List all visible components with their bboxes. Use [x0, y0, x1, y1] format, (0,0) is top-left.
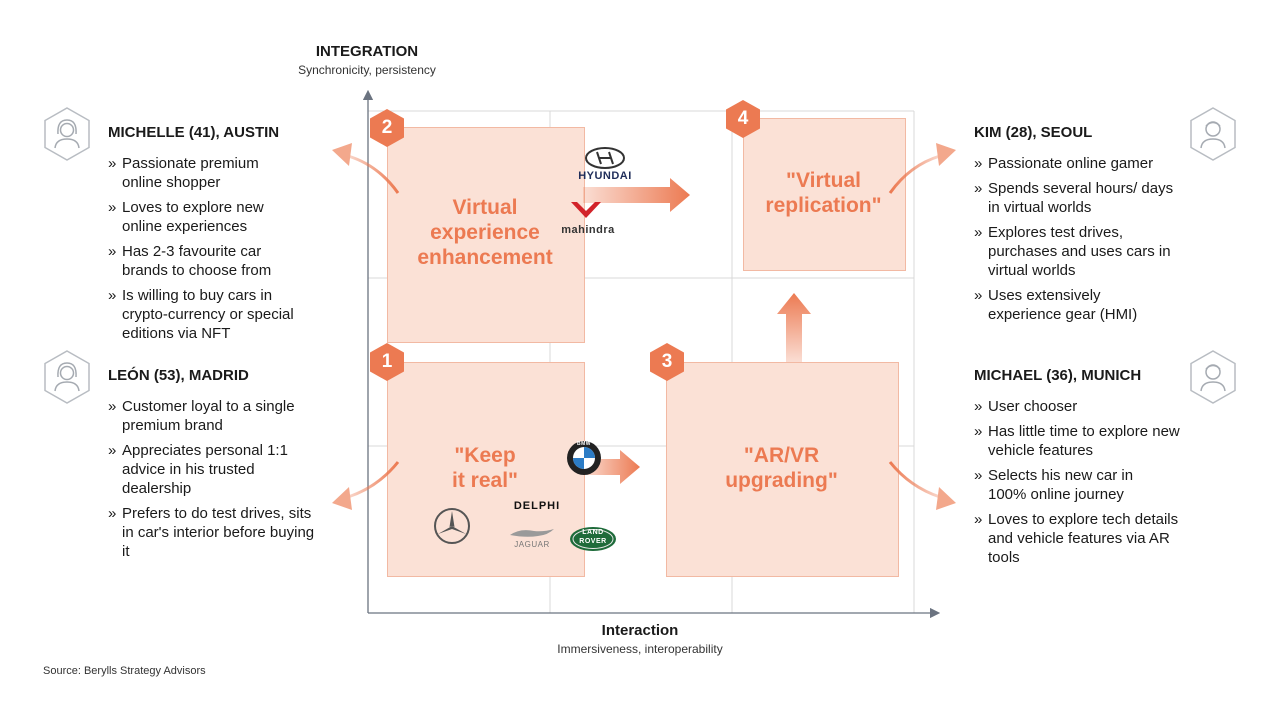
- quadrant-4-label: "Virtual replication": [765, 169, 882, 217]
- male-avatar-icon: [1190, 107, 1236, 161]
- list-item: User chooser: [974, 397, 1188, 416]
- list-item: Loves to explore tech details and vehicl…: [974, 510, 1183, 567]
- jaguar-wordmark: JAGUAR: [514, 540, 550, 549]
- persona-kim-bullets: Passionate online gamer Spends several h…: [974, 154, 1189, 330]
- list-item: Loves to explore new online experiences: [108, 198, 297, 236]
- source-note: Source: Berylls Strategy Advisors: [43, 665, 206, 677]
- land-rover-top: LAND: [582, 529, 604, 536]
- curve-to-michelle: [347, 154, 400, 194]
- quadrant-2-label: Virtual experience enhancement: [417, 196, 553, 269]
- x-axis-subtitle: Immersiveness, interoperability: [557, 642, 723, 656]
- curve-head-michelle: [332, 143, 352, 166]
- female-avatar-icon: [44, 107, 90, 161]
- persona-michael-name: MICHAEL (36), MUNICH: [974, 367, 1142, 384]
- persona-michelle-bullets: Passionate premium online shopper Loves …: [108, 154, 318, 349]
- list-item: Explores test drives, purchases and uses…: [974, 223, 1193, 280]
- quadrant-3-label: "AR/VR upgrading": [725, 444, 838, 492]
- list-item: Prefers to do test drives, sits in car's…: [108, 504, 322, 561]
- quadrant-3-box: [666, 362, 899, 577]
- land-rover-logo: [570, 527, 616, 551]
- list-item: Uses extensively experience gear (HMI): [974, 286, 1173, 324]
- quadrant-2-box: [387, 127, 585, 343]
- hyundai-wordmark: HYUNDAI: [578, 170, 632, 182]
- quadrant-1-label: "Keep it real": [452, 444, 518, 492]
- list-item: Selects his new car in 100% online journ…: [974, 466, 1168, 504]
- female-avatar-icon: [44, 350, 90, 404]
- curve-to-kim: [888, 154, 941, 194]
- persona-michael-bullets: User chooser Has little time to explore …: [974, 397, 1189, 573]
- arrow-quadrant-3-to-4: [777, 293, 811, 362]
- curve-head-leon: [332, 487, 352, 510]
- mahindra-logo: [571, 202, 601, 218]
- persona-kim-name: KIM (28), SEOUL: [974, 124, 1093, 141]
- list-item: Passionate online gamer: [974, 154, 1198, 173]
- x-axis-title: Interaction: [601, 622, 679, 639]
- bmw-logo: [567, 441, 601, 475]
- curve-head-kim: [936, 143, 956, 166]
- quadrant-4-box: [743, 118, 906, 271]
- delphi-wordmark: DELPHI: [513, 500, 561, 512]
- persona-leon-name: LEÓN (53), MADRID: [108, 367, 249, 384]
- list-item: Passionate premium online shopper: [108, 154, 292, 192]
- persona-leon-bullets: Customer loyal to a single premium brand…: [108, 397, 318, 567]
- land-rover-bottom: ROVER: [579, 538, 607, 545]
- curve-to-michael: [888, 461, 941, 499]
- quadrant-3-badge: 3: [650, 343, 684, 381]
- y-axis-title: INTEGRATION: [315, 43, 419, 60]
- list-item: Appreciates personal 1:1 advice in his t…: [108, 441, 322, 498]
- y-axis-subtitle: Synchronicity, persistency: [298, 63, 436, 77]
- list-item: Is willing to buy cars in crypto-currenc…: [108, 286, 322, 343]
- curve-head-michael: [936, 487, 956, 510]
- mercedes-logo: [434, 508, 470, 544]
- list-item: Spends several hours/ days in virtual wo…: [974, 179, 1183, 217]
- jaguar-logo: [510, 529, 554, 537]
- bmw-wordmark: BMW: [577, 441, 591, 447]
- curve-to-leon: [347, 461, 400, 499]
- male-avatar-icon: [1190, 350, 1236, 404]
- arrow-quadrant-2-to-4: [583, 178, 690, 212]
- persona-michelle-name: MICHELLE (41), AUSTIN: [108, 124, 280, 141]
- list-item: Has 2-3 favourite car brands to choose f…: [108, 242, 302, 280]
- quadrant-1-box: [387, 362, 585, 577]
- mahindra-wordmark: mahindra: [561, 224, 615, 236]
- hyundai-logo: [585, 147, 625, 169]
- list-item: Customer loyal to a single premium brand: [108, 397, 302, 435]
- quadrant-4-badge: 4: [726, 100, 760, 138]
- quadrant-1-badge: 1: [370, 343, 404, 381]
- arrow-quadrant-1-to-3: [583, 450, 640, 484]
- list-item: Has little time to explore new vehicle f…: [974, 422, 1193, 460]
